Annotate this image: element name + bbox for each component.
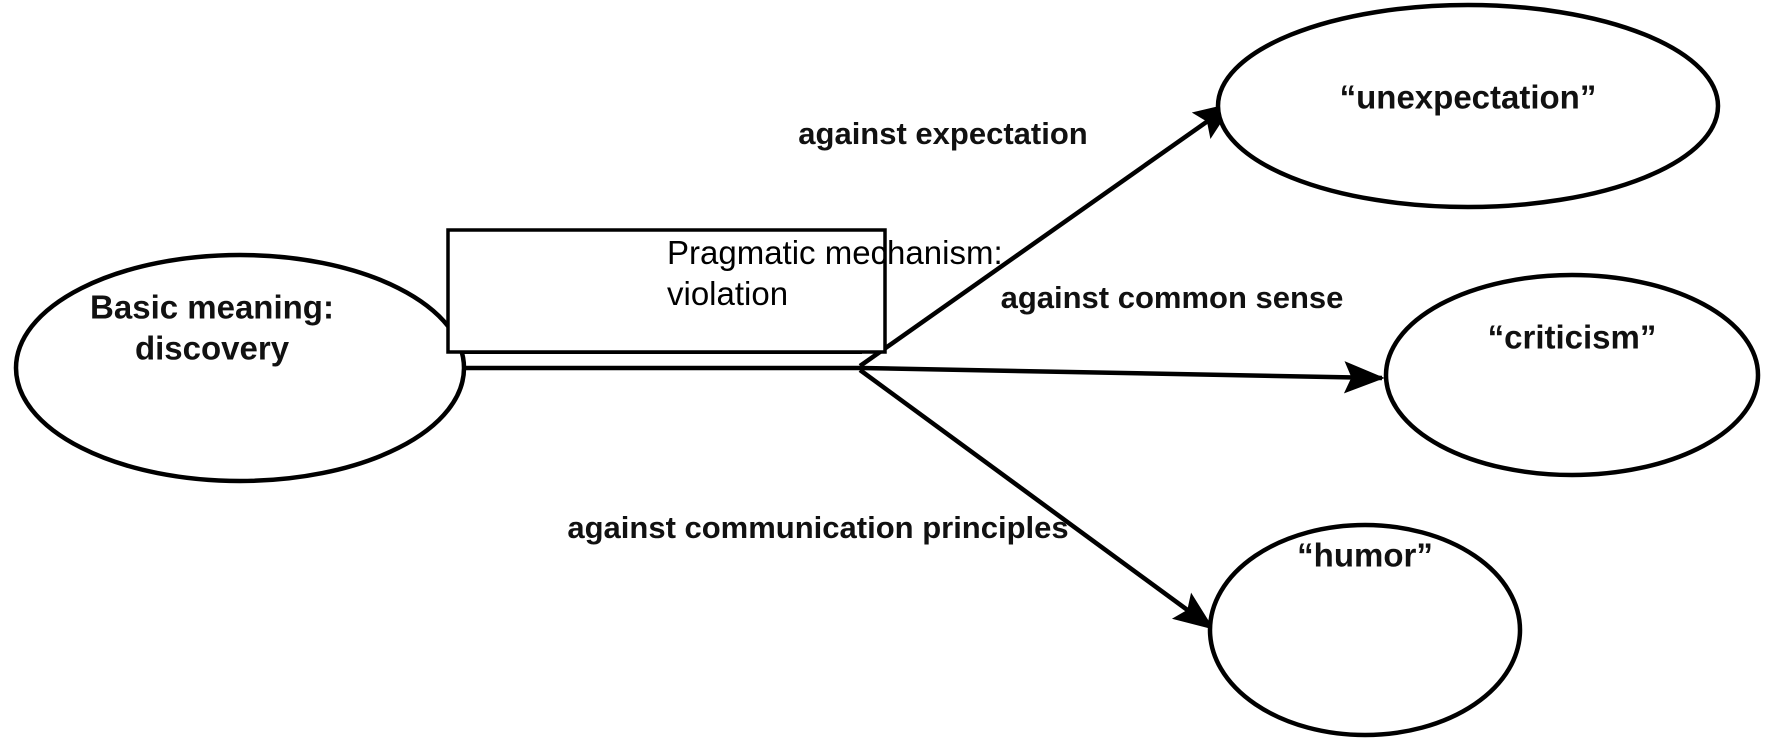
- node-pragmatic-mechanism[interactable]: Pragmatic mechanism: violation: [446, 228, 1003, 354]
- node-unexpectation[interactable]: “unexpectation”: [1215, 2, 1721, 210]
- pragmatic-mechanism-label-line2: violation: [667, 275, 788, 312]
- edge-against-common-sense-arrow: [861, 361, 1385, 394]
- criticism-label: “criticism”: [1488, 319, 1657, 356]
- criticism-ellipse[interactable]: [1383, 272, 1761, 478]
- humor-label: “humor”: [1297, 537, 1433, 574]
- basic-meaning-label-line1: Basic meaning:: [90, 289, 334, 326]
- edge-label-against-communication-principles: against communication principles: [567, 510, 1068, 545]
- connector-basic-to-branch: [405, 350, 862, 371]
- edge-label-against-expectation: against expectation: [798, 116, 1087, 151]
- node-basic-meaning[interactable]: Basic meaning: discovery: [13, 252, 467, 484]
- edge-label-against-common-sense: against common sense: [1001, 280, 1344, 315]
- pragmatic-mechanism-label-line1: Pragmatic mechanism:: [667, 234, 1003, 271]
- unexpectation-label: “unexpectation”: [1340, 79, 1597, 116]
- basic-meaning-label-line2: discovery: [135, 330, 290, 367]
- node-humor[interactable]: “humor”: [1207, 522, 1523, 738]
- edge-against-expectation-arrow: [858, 102, 1235, 368]
- pragmatic-mechanism-rect[interactable]: [446, 228, 887, 354]
- humor-ellipse[interactable]: [1207, 522, 1523, 738]
- edge-against-communication-principles-arrow: [858, 368, 1215, 630]
- basic-meaning-ellipse[interactable]: [13, 252, 467, 484]
- node-criticism[interactable]: “criticism”: [1383, 272, 1761, 478]
- unexpectation-ellipse[interactable]: [1215, 2, 1721, 210]
